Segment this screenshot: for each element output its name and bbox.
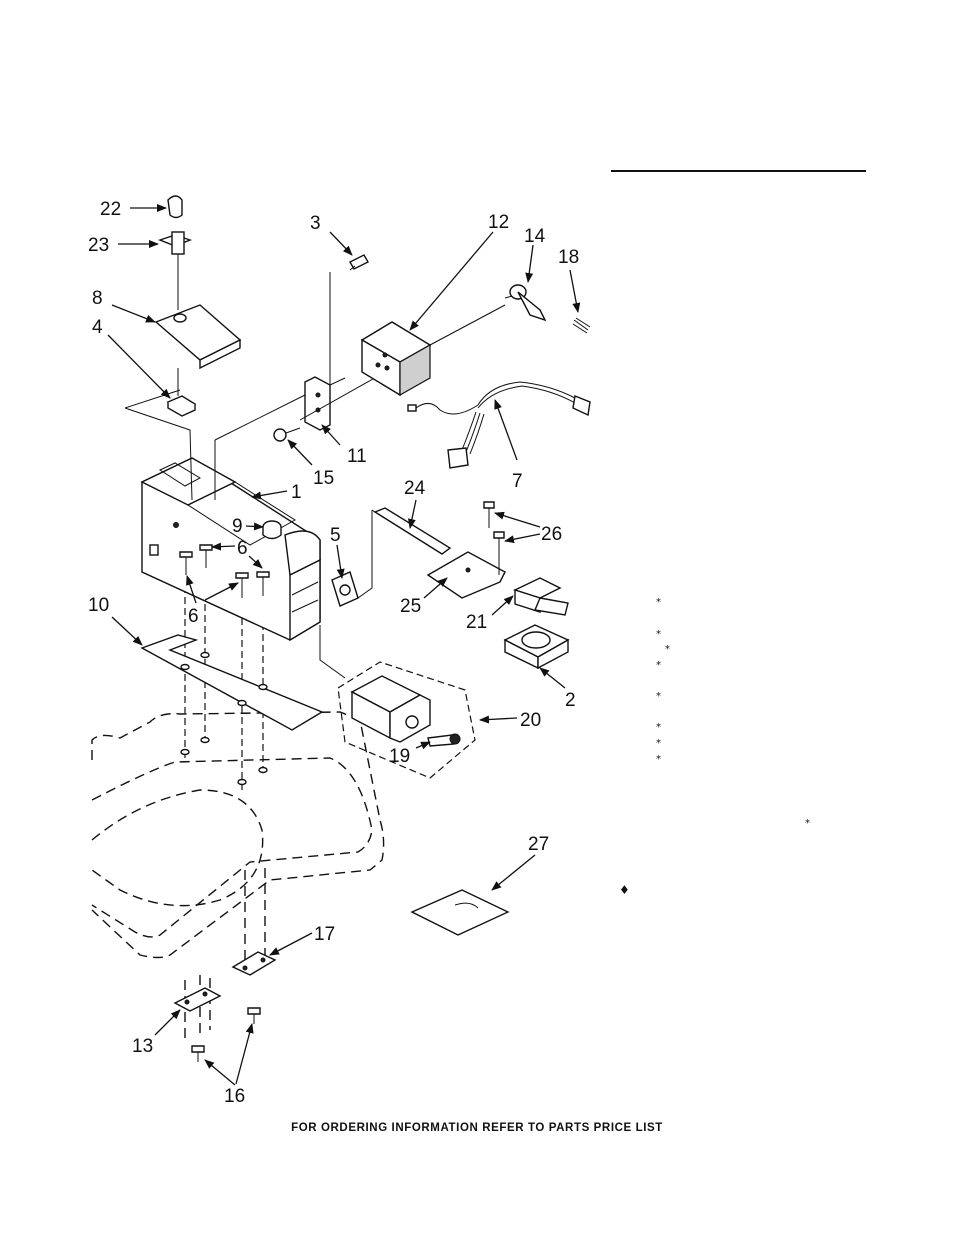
part-16-screws xyxy=(191,1007,261,1062)
callout-13: 13 xyxy=(132,1036,153,1057)
part-27-packet xyxy=(410,889,510,936)
part-1-housing xyxy=(140,457,321,642)
part-18-spring xyxy=(572,317,591,334)
callout-5: 5 xyxy=(330,525,341,546)
note-markers: * * * * * * * * * ♦ xyxy=(619,597,810,897)
callout-6-b: 6 xyxy=(188,606,199,627)
part-4-clip xyxy=(124,368,197,501)
callout-10: 10 xyxy=(88,595,109,616)
part-12-module xyxy=(360,304,506,397)
callout-27: 27 xyxy=(528,834,549,855)
part-8-cover xyxy=(154,304,242,370)
callout-23: 23 xyxy=(88,235,109,256)
part-22-lid-switch-actuator xyxy=(167,195,183,219)
callout-labels: 22 23 3 12 14 18 8 4 11 15 7 1 24 9 5 6 … xyxy=(88,199,579,1107)
part-23-switch-plunger xyxy=(157,231,193,310)
callout-19: 19 xyxy=(389,746,410,767)
part-24-rod xyxy=(371,507,452,555)
part-17-plate xyxy=(231,951,277,976)
asterisk-marker: * xyxy=(656,754,661,765)
callout-7: 7 xyxy=(512,471,523,492)
callout-15: 15 xyxy=(313,468,334,489)
leader-lines xyxy=(107,204,581,1086)
callout-22: 22 xyxy=(100,199,121,220)
part-2-cup xyxy=(503,624,570,670)
part-10-strip xyxy=(140,634,324,786)
callout-14: 14 xyxy=(524,226,546,247)
asterisk-marker: * xyxy=(656,597,661,608)
callout-2: 2 xyxy=(565,690,576,711)
callout-21: 21 xyxy=(466,612,487,633)
callout-18: 18 xyxy=(558,247,579,268)
asterisk-marker: * xyxy=(805,818,810,829)
part-20-solenoid-assembly xyxy=(337,661,476,779)
callout-20: 20 xyxy=(520,710,541,731)
callout-11: 11 xyxy=(347,446,367,467)
asterisk-marker: * xyxy=(656,722,661,733)
callout-4: 4 xyxy=(92,317,103,338)
callout-26: 26 xyxy=(541,524,562,545)
part-21-slide xyxy=(513,577,569,616)
part-15-screw xyxy=(273,427,301,442)
part-14-sensor xyxy=(504,284,547,322)
part-3-screw xyxy=(349,254,369,271)
cabinet-top-outline xyxy=(91,711,385,1040)
asterisk-marker: * xyxy=(656,660,661,671)
ordering-footer-note: FOR ORDERING INFORMATION REFER TO PARTS … xyxy=(291,1122,663,1134)
header-rule xyxy=(611,170,866,172)
part-7-harness xyxy=(407,381,591,469)
callout-8: 8 xyxy=(92,288,103,309)
part-25-plate xyxy=(426,551,506,599)
callout-9: 9 xyxy=(232,516,243,537)
callout-16: 16 xyxy=(224,1086,245,1107)
guide-lines-housing xyxy=(214,374,381,500)
asterisk-marker: * xyxy=(656,629,661,640)
callout-17: 17 xyxy=(314,924,335,945)
callout-1: 1 xyxy=(291,482,302,503)
part-26-screws xyxy=(483,501,505,575)
asterisk-marker: * xyxy=(665,644,670,655)
asterisk-marker: * xyxy=(656,738,661,749)
part-13-plate xyxy=(173,987,222,1012)
callout-25: 25 xyxy=(400,596,421,617)
callout-6-a: 6 xyxy=(237,538,248,559)
callout-12: 12 xyxy=(488,212,509,233)
callout-24: 24 xyxy=(404,478,426,499)
asterisk-marker: * xyxy=(656,691,661,702)
part-19-plunger xyxy=(427,733,461,747)
part-5-plate xyxy=(319,510,373,679)
part-11-bracket xyxy=(304,376,346,431)
diamond-marker: ♦ xyxy=(619,883,630,897)
callout-3: 3 xyxy=(310,213,321,234)
